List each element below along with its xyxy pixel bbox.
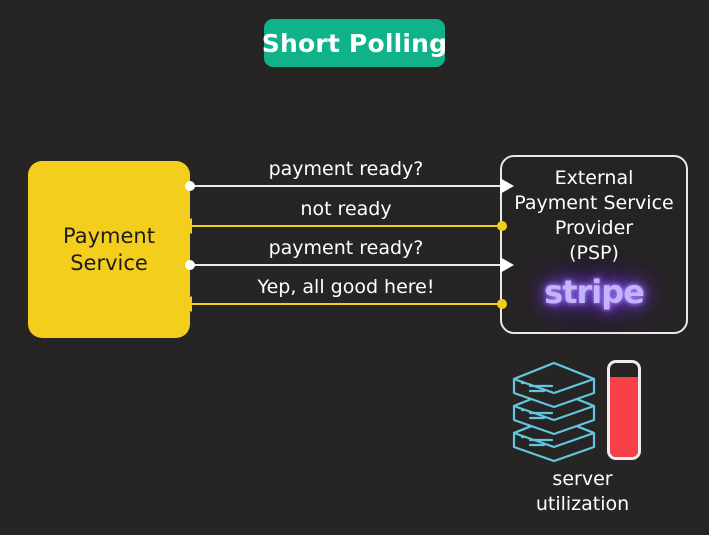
message-arrow-4-label: Yep, all good here!	[257, 276, 435, 298]
server-stack-icon	[512, 361, 596, 462]
node-psp-label: External Payment Service Provider (PSP)	[514, 167, 674, 264]
server-utilization-icons	[495, 355, 670, 465]
arrow-line	[190, 264, 502, 266]
message-arrow-1-label: payment ready?	[268, 158, 424, 180]
message-arrow-4: Yep, all good here!	[178, 276, 507, 312]
message-arrow-1: payment ready?	[185, 158, 514, 194]
message-arrow-3: payment ready?	[185, 237, 514, 273]
arrow-source-dot	[185, 181, 195, 191]
arrow-head-left-icon	[178, 296, 192, 312]
arrow-line	[190, 225, 502, 227]
node-payment-service-label: Payment Service	[63, 223, 155, 275]
message-arrow-3-label: payment ready?	[268, 237, 424, 259]
arrow-source-dot	[185, 260, 195, 270]
server-utilization-label: server utilization	[535, 468, 630, 515]
message-arrow-2-label: not ready	[300, 198, 392, 220]
arrow-head-right-icon	[500, 178, 514, 194]
arrow-head-left-icon	[178, 218, 192, 234]
utilization-gauge-fill	[610, 377, 638, 457]
node-psp: External Payment Service Provider (PSP) …	[500, 155, 688, 334]
arrow-head-right-icon	[500, 257, 514, 273]
title-badge: Short Polling	[261, 19, 448, 67]
message-arrow-2: not ready	[178, 198, 507, 234]
utilization-gauge	[607, 360, 641, 460]
server-utilization-group: server utilization	[495, 355, 670, 520]
node-payment-service: Payment Service	[28, 161, 190, 338]
arrow-line	[190, 185, 502, 187]
arrow-line	[190, 303, 502, 305]
arrow-source-dot	[497, 221, 507, 231]
arrow-source-dot	[497, 299, 507, 309]
title-badge-label: Short Polling	[261, 28, 448, 58]
stripe-logo: stripe	[544, 273, 645, 311]
